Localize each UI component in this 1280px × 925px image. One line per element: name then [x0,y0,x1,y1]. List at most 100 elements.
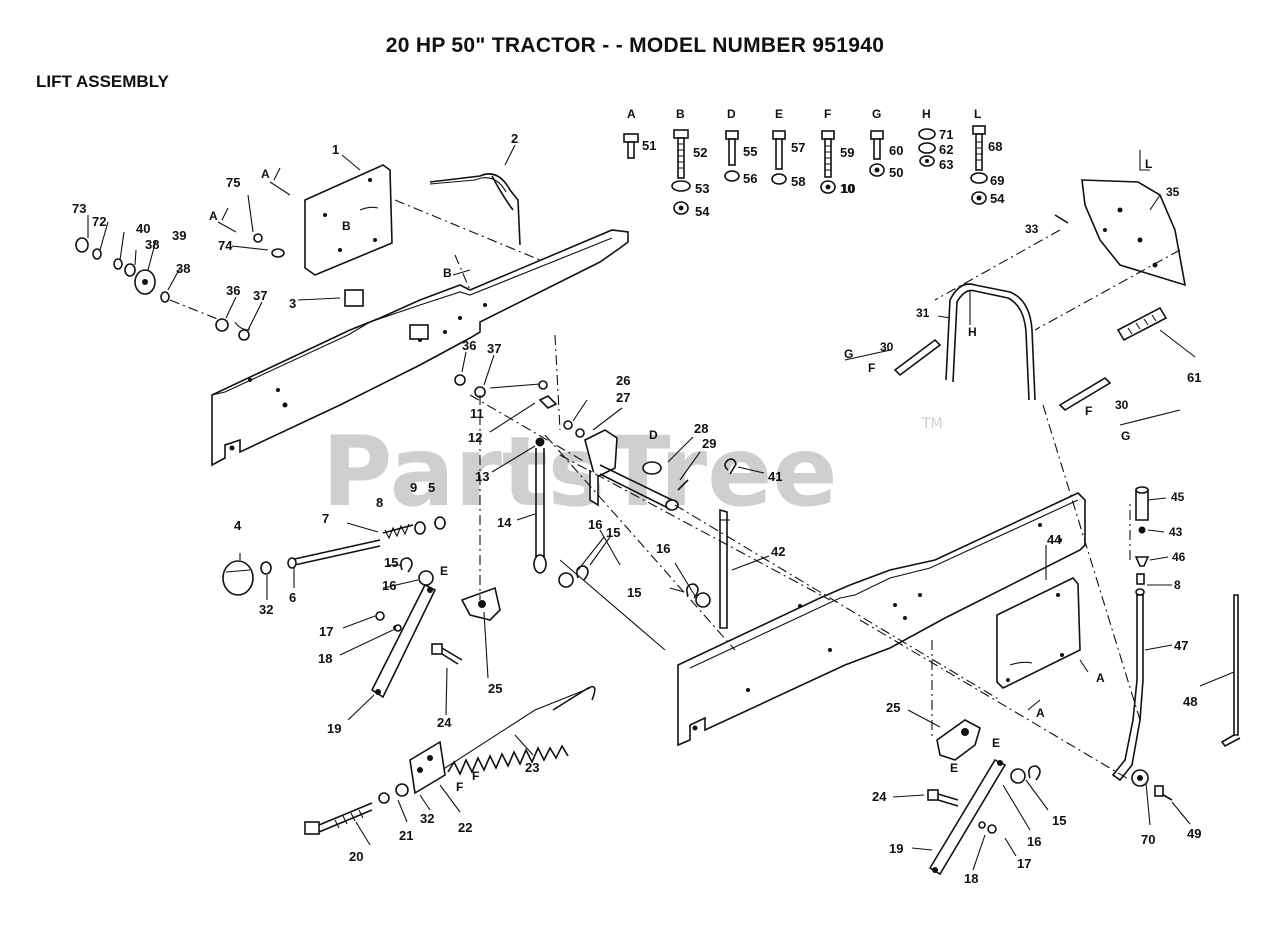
bracket-plate-44 [996,577,1081,689]
bolt-icon [869,130,885,177]
ref-a-4: A [1036,706,1045,720]
clip-15-right [1028,765,1041,781]
ref-f-3: F [868,361,875,375]
legend-letter-a: A [627,107,636,121]
callout-49: 49 [1187,826,1201,841]
ref-e-3: E [950,761,958,775]
callout-15-b: 15 [606,525,620,540]
callout-43: 43 [1169,525,1183,539]
callout-25-a: 25 [488,681,502,696]
legend-part-56: 56 [743,171,757,186]
deck-plate-35 [1081,179,1187,287]
ref-f-4: F [1085,404,1092,418]
legend-part-69: 69 [990,173,1004,188]
bolt-33 [1054,214,1069,224]
spring-assembly-23 [304,685,596,835]
legend-part-51: 51 [642,138,656,153]
callout-6: 6 [289,590,296,605]
callout-14: 14 [497,515,512,530]
callout-72: 72 [92,214,106,229]
bolt-icon [820,130,836,194]
legend-letter-e: E [775,107,783,121]
legend-part-54b: 54 [990,191,1005,206]
callout-35: 35 [1166,185,1180,199]
ref-b-1: B [342,219,351,233]
callout-33: 33 [1025,222,1039,236]
nut-17-left [375,611,385,621]
callout-38-a: 38 [145,237,159,252]
ref-l: L [1145,157,1152,171]
callout-40: 40 [136,221,150,236]
page-title: 20 HP 50" TRACTOR - - MODEL NUMBER 95194… [385,34,885,57]
callout-22: 22 [458,820,472,835]
callout-16-d: 16 [1027,834,1041,849]
lift-rod-2 [429,173,521,246]
callout-26: 26 [616,373,630,388]
callout-30-a: 30 [880,340,894,354]
bracket-30-right [1058,376,1112,412]
callout-7: 7 [322,511,329,526]
ref-a-1: A [261,167,270,181]
legend-letter-b: B [676,107,685,121]
callout-20: 20 [349,849,363,864]
callout-32-a: 32 [259,602,273,617]
bolt-icon [724,130,740,182]
callout-8: 8 [376,495,383,510]
callout-61: 61 [1187,370,1201,385]
legend-part-10: 10 [840,181,854,196]
legend-part-57: 57 [791,140,805,155]
callout-19-b: 19 [889,841,903,856]
ref-d: D [649,428,658,442]
callout-38-b: 38 [176,261,190,276]
callout-36-b: 36 [462,338,476,353]
callout-18-a: 18 [318,651,332,666]
legend-letter-f: F [824,107,831,121]
callout-39: 39 [172,228,186,243]
callout-73: 73 [72,201,86,216]
legend-letter-d: D [727,107,736,121]
callout-15-a: 15 [384,555,398,570]
lift-arm-19-right [928,758,1007,876]
callout-24-b: 24 [872,789,887,804]
bolt-icon [771,130,787,185]
callout-28: 28 [694,421,708,436]
legend-part-50: 50 [889,165,903,180]
callout-18-b: 18 [964,871,978,886]
callout-16-b: 16 [382,578,396,593]
center-linkage [222,374,737,629]
callout-1: 1 [332,142,339,157]
callout-46: 46 [1172,550,1186,564]
callout-23: 23 [525,760,539,775]
callout-37-b: 37 [487,341,501,356]
callout-8-right: 8 [1174,578,1181,592]
washer-18-left [394,624,402,632]
legend-part-54: 54 [695,204,710,219]
left-frame-rail [211,229,629,467]
callout-11: 11 [470,406,484,421]
legend-part-62: 62 [939,142,953,157]
section-title: LIFT ASSEMBLY [36,72,169,91]
bolt-24-right [927,789,959,807]
ref-g-2: G [1121,429,1130,443]
callout-47: 47 [1174,638,1188,653]
callout-31: 31 [916,306,930,320]
legend-part-53: 53 [695,181,709,196]
callout-17-a: 17 [319,624,333,639]
washer-stack-icon [918,128,936,167]
lift-frame-31 [945,283,1036,401]
bracket-3 [344,289,364,307]
callout-25-b: 25 [886,700,900,715]
ref-f-1: F [472,769,479,783]
bracket-61 [1116,306,1168,342]
callout-4: 4 [234,518,242,533]
bracket-30-left [893,338,942,377]
callout-17-b: 17 [1017,856,1031,871]
bracket-25-left [460,586,501,621]
bracket-25-right [936,719,981,761]
ref-e-1: E [440,564,448,578]
bolt-icon [671,129,691,215]
legend-part-63: 63 [939,157,953,172]
callout-16-c: 16 [656,541,670,556]
lift-lever-47 [1111,486,1173,801]
